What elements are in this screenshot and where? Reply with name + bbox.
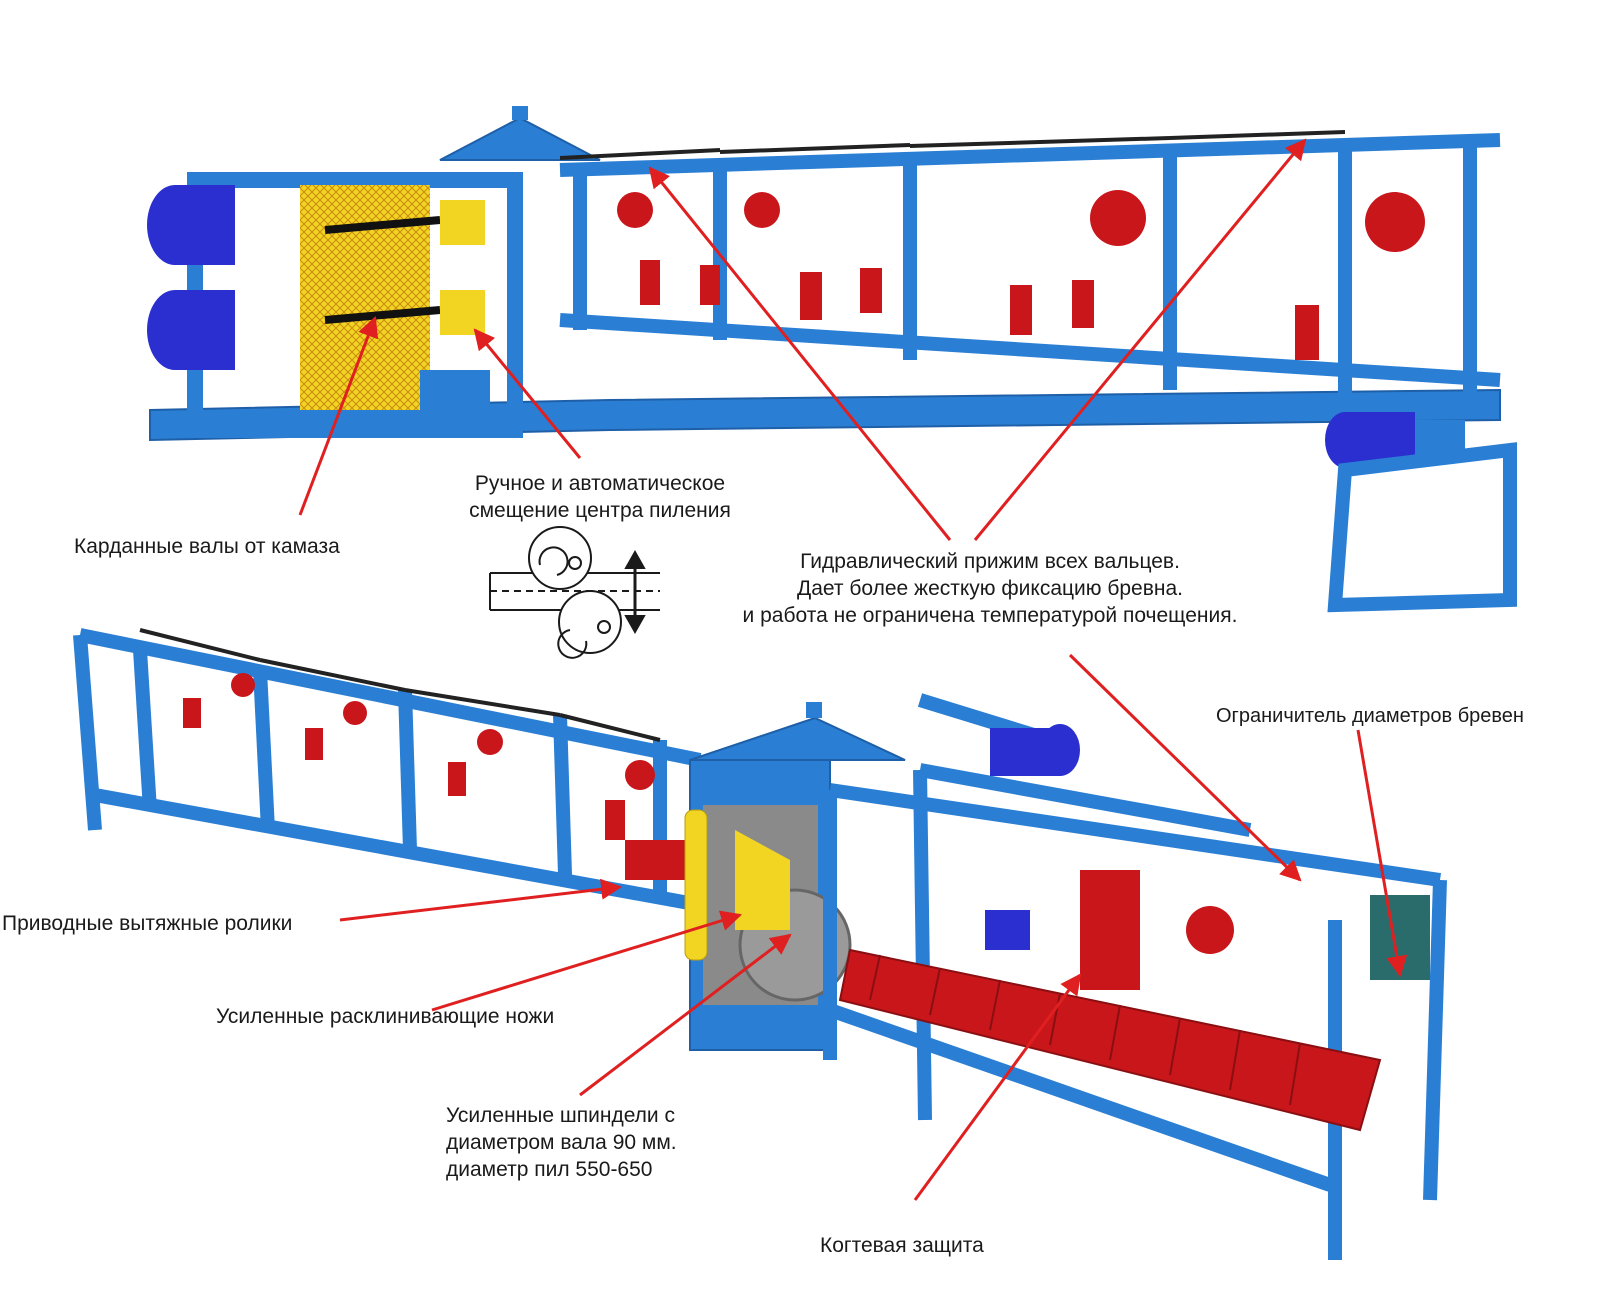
top-long-frame [559, 133, 1501, 410]
saw-offset-icon [489, 526, 660, 659]
top-gearbox-1 [440, 200, 485, 245]
bottom-knife-plate [735, 830, 790, 930]
annotation-arrows [298, 138, 1408, 1201]
arrow-knives [431, 910, 743, 1012]
bottom-riving-knife [684, 809, 708, 961]
label-hydraulic-clamp: Гидравлический прижим всех вальцев. Дает… [690, 548, 1290, 629]
bottom-claw-conveyor [838, 948, 1382, 1132]
top-gearbox-2 [440, 290, 485, 335]
label-cardan-shafts: Карданные валы от камаза [74, 535, 340, 558]
arrow-hydro-2 [973, 138, 1307, 541]
top-motors [147, 185, 235, 370]
label-spindle-line-1: Усиленные шпиндели с [446, 1104, 676, 1127]
label-diameter-limiter: Ограничитель диаметров бревен [1216, 705, 1524, 727]
label-riving-knives: Усиленные расклинивающие ножи [216, 1005, 555, 1028]
label-hydro-line-1: Гидравлический прижим всех вальцев. [800, 550, 1180, 573]
bottom-top-roller [1186, 906, 1234, 954]
bottom-hydraulic-rods [139, 628, 661, 742]
top-cardan-shaft-2 [324, 306, 441, 324]
arrow-limiter [1356, 729, 1408, 978]
arrow-cardan [298, 316, 379, 516]
bottom-claw-teeth [869, 954, 1301, 1106]
arrow-shift [473, 328, 582, 459]
label-spindles: Усиленные шпиндели с диаметром вала 90 м… [446, 1102, 677, 1183]
label-claw-protection: Когтевая защита [820, 1234, 984, 1257]
label-shift-line-2: смещение центра пиления [469, 499, 731, 522]
label-drive-rollers: Приводные вытяжные ролики [2, 912, 293, 935]
label-shift-line-1: Ручное и автоматическое [474, 472, 726, 495]
arrow-spindle [579, 933, 792, 1097]
bottom-sawmill-machine [73, 628, 1447, 1260]
bottom-claw-guard-plate [1080, 870, 1140, 990]
top-hydraulic-tank [420, 370, 490, 410]
arrow-rollers [339, 878, 623, 922]
top-cone-cover [439, 116, 601, 161]
bottom-motors [985, 724, 1080, 950]
bottom-long-frame [73, 628, 702, 912]
label-spindle-line-2: диаметром вала 90 мм. [446, 1131, 677, 1154]
label-spindle-line-3: диаметр пил 550-650 [446, 1158, 653, 1181]
label-hydro-line-3: и работа не ограничена температурой поче… [742, 604, 1238, 627]
top-end-legs [1327, 442, 1517, 613]
arrow-claw [913, 973, 1082, 1201]
top-hydraulic-rods [559, 130, 1346, 160]
arrow-hydro-3 [1068, 653, 1302, 882]
arrow-hydro-1 [648, 166, 952, 541]
top-cardan-shaft-1 [324, 216, 441, 234]
label-hydro-line-2: Дает более жесткую фиксацию бревна. [797, 577, 1183, 600]
top-rollers [617, 190, 1425, 360]
bottom-rollers [183, 673, 685, 880]
top-sawmill-machine [147, 106, 1517, 613]
label-saw-center-shift: Ручное и автоматическое смещение центра … [440, 470, 760, 524]
bottom-cone-cover [689, 716, 906, 761]
